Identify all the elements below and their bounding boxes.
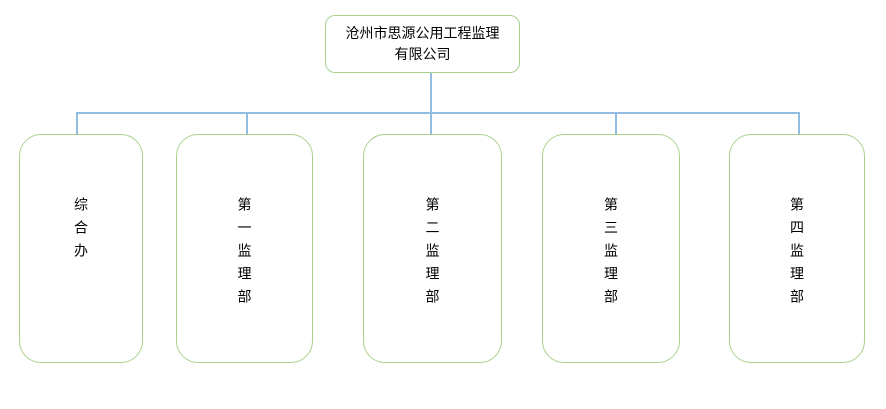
department-box-general-office: 综合办 bbox=[19, 134, 143, 363]
connector-drop-dept-2 bbox=[430, 112, 432, 135]
connector-drop-dept-1 bbox=[246, 112, 248, 135]
department-label: 第三监理部 bbox=[603, 197, 619, 312]
connector-drop-dept-3 bbox=[615, 112, 617, 135]
department-box-supervision-1: 第一监理部 bbox=[176, 134, 313, 363]
connector-root-drop bbox=[430, 73, 432, 113]
department-label: 第一监理部 bbox=[236, 197, 253, 312]
connector-drop-dept-4 bbox=[798, 112, 800, 135]
department-box-supervision-2: 第二监理部 bbox=[363, 134, 502, 363]
department-label: 第四监理部 bbox=[789, 197, 805, 312]
department-label: 综合办 bbox=[73, 197, 89, 266]
connector-horizontal-rail bbox=[76, 112, 799, 114]
org-root-label: 沧州市思源公用工程监理有限公司 bbox=[345, 25, 500, 62]
department-box-supervision-4: 第四监理部 bbox=[729, 134, 865, 363]
org-root-box: 沧州市思源公用工程监理有限公司 bbox=[325, 15, 520, 73]
connector-drop-general-office bbox=[76, 112, 78, 135]
department-label: 第二监理部 bbox=[424, 197, 441, 312]
department-box-supervision-3: 第三监理部 bbox=[542, 134, 680, 363]
